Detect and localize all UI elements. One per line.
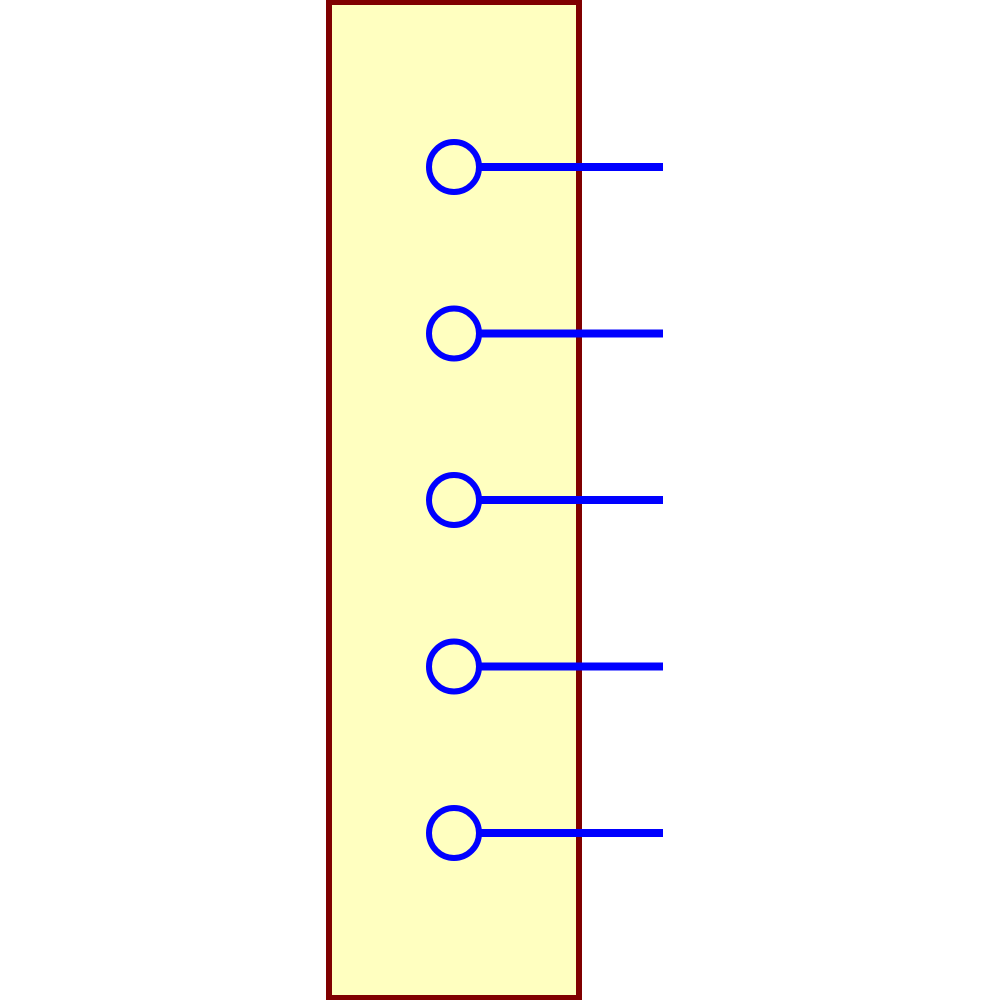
pin-circle (426, 305, 482, 362)
pin-1 (426, 139, 663, 195)
pin-2 (426, 305, 663, 362)
pin-4 (426, 638, 663, 695)
pin-circle (426, 638, 482, 695)
pin-circle (426, 805, 482, 861)
pin-group (426, 139, 663, 861)
pin-circle (426, 472, 482, 528)
pin-5 (426, 805, 663, 861)
pin-circle (426, 139, 482, 195)
pin-3 (426, 472, 663, 528)
